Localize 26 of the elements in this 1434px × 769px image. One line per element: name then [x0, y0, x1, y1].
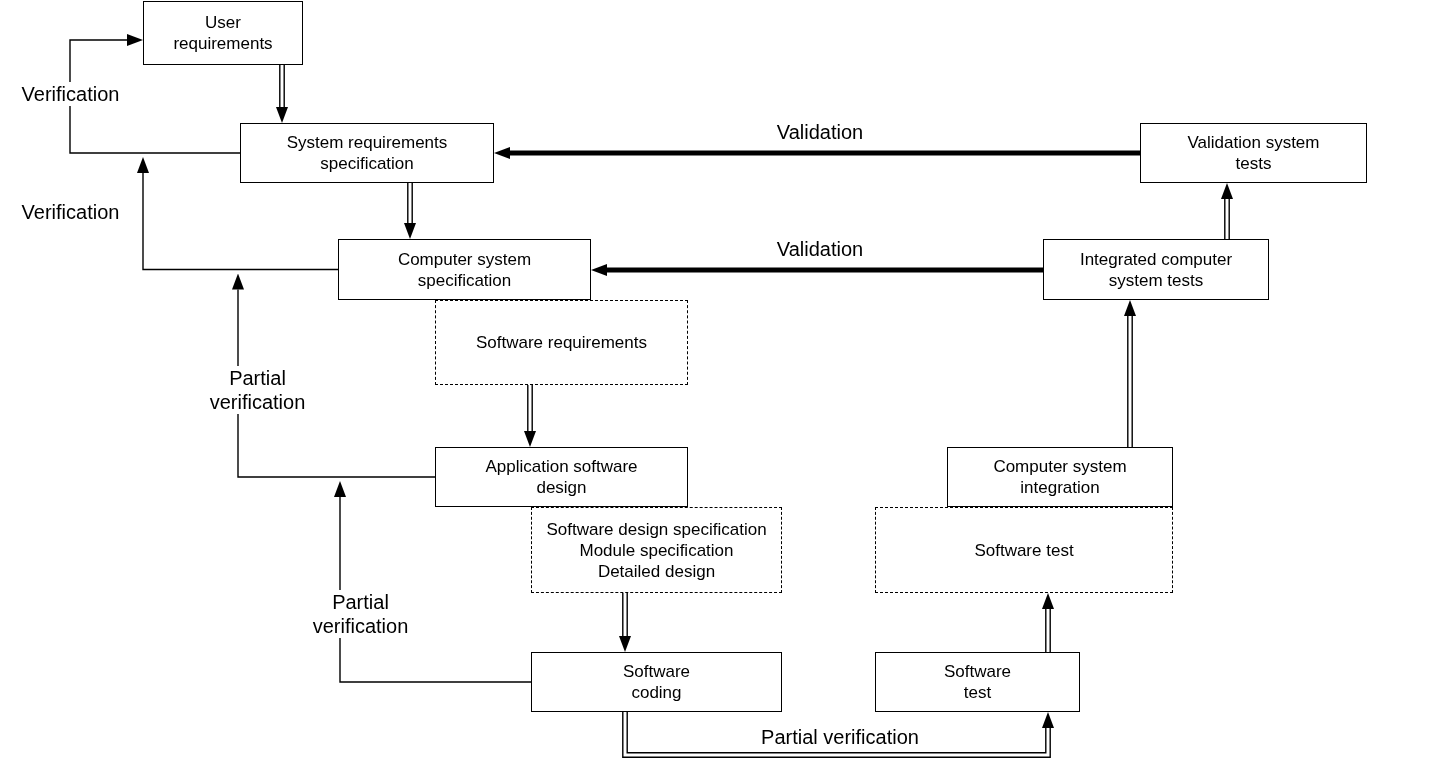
dashed-box: [875, 507, 1173, 593]
box-text: Software design specification: [545, 518, 768, 540]
box-text: Application software design: [484, 456, 639, 498]
box-text: User requirements: [172, 12, 274, 54]
box-text: Validation system tests: [1186, 132, 1321, 174]
process-box: [531, 652, 782, 712]
process-box: [240, 123, 494, 183]
box-text: System requirements specification: [285, 132, 449, 174]
process-box: [1140, 123, 1367, 183]
box-text: Computer system specification: [396, 248, 533, 291]
process-box: [1043, 239, 1269, 300]
process-box: [338, 239, 591, 300]
process-box: [947, 447, 1173, 507]
process-box: [875, 652, 1080, 712]
dashed-box: [531, 507, 782, 593]
dashed-box: [435, 300, 688, 385]
box-text: Software coding: [621, 661, 692, 703]
box-text: Detailed design: [596, 560, 717, 582]
process-box: [435, 447, 688, 507]
box-text: Software test: [973, 539, 1075, 561]
box-text: Software requirements: [475, 332, 648, 353]
box-text: Integrated computer system tests: [1078, 248, 1234, 291]
process-box: [143, 1, 303, 65]
box-text: Software test: [942, 661, 1013, 703]
box-text: Computer system integration: [992, 456, 1128, 498]
box-text: Module specification: [578, 539, 735, 561]
